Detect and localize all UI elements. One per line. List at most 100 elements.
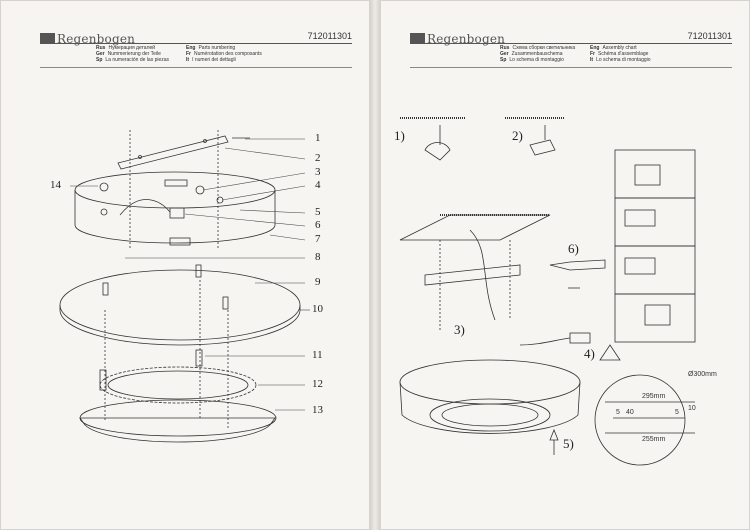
led-ring-inner [107, 370, 249, 400]
part-number: 8 [315, 251, 321, 263]
wire [519, 337, 571, 346]
page-gutter [370, 0, 380, 530]
mounting-bracket [424, 264, 521, 286]
step-label: 1) [394, 128, 405, 143]
standoff-8 [195, 264, 202, 278]
front-plate-edge [79, 417, 276, 443]
front-plate [79, 399, 277, 437]
part-number: 4 [315, 179, 321, 191]
header-rule [410, 43, 732, 44]
product-code: 712011301 [307, 31, 352, 41]
step-label: 4) [584, 346, 595, 361]
lamp-diffuser [441, 403, 539, 427]
part-number: 6 [315, 219, 321, 231]
arrow-up-icon [549, 428, 559, 441]
step-label: 2) [512, 128, 523, 143]
terminal-block [569, 332, 591, 344]
lamp-body-side [399, 381, 581, 434]
lamp-inner-ring [429, 398, 551, 432]
hand-drill-icon [424, 142, 451, 161]
step-label: 3) [454, 322, 465, 337]
diffuser-disc [59, 269, 301, 341]
product-code: 712011301 [687, 31, 732, 41]
standoff [222, 296, 229, 310]
dim-10: 10 [688, 405, 696, 412]
header-rule-bottom [410, 67, 732, 68]
led-ring [99, 366, 257, 404]
part-number: 10 [312, 303, 323, 315]
header-rule-bottom [40, 67, 352, 68]
ceiling-plane [399, 214, 551, 241]
lamp-body-top [399, 359, 581, 405]
part-number: 1 [315, 132, 321, 144]
exploded-view-drawing [59, 130, 310, 443]
dim-40: 40 [626, 409, 634, 416]
connector-icon [644, 304, 671, 326]
screwdriver-icon [549, 259, 606, 271]
warning-triangle-icon [599, 344, 621, 361]
step-label: 5) [563, 436, 574, 451]
connector-icon [624, 209, 656, 227]
dim-295: 295mm [642, 393, 666, 400]
bracket-hole [203, 139, 207, 143]
brand-name: Regenbogen [427, 31, 506, 46]
bracket-hole [138, 155, 142, 159]
brand-logo: Regenbogen [40, 30, 135, 50]
part-number: 3 [315, 166, 321, 178]
wire [119, 199, 171, 216]
part-number: 2 [315, 152, 321, 164]
dim-5b: 5 [675, 409, 679, 416]
part-number: 14 [50, 179, 61, 191]
washer-3 [195, 185, 205, 195]
dim-5a: 5 [616, 409, 620, 416]
standoff-11 [195, 349, 203, 367]
step-label: 6) [568, 241, 579, 256]
part-number: 12 [312, 378, 323, 390]
dimension-circle [594, 374, 686, 466]
base-ring-side [74, 190, 276, 244]
part-number: 5 [315, 206, 321, 218]
logo-mark-icon [410, 33, 425, 45]
washer-14 [99, 182, 109, 192]
wire [469, 229, 496, 321]
base-ring-top [74, 171, 276, 209]
mounting-bracket [117, 135, 229, 170]
part-number: 7 [315, 233, 321, 245]
washer [100, 208, 108, 216]
header-rule [40, 43, 352, 44]
part-number: 13 [312, 404, 323, 416]
hammer-dowel-icon [529, 139, 556, 156]
connector-icon [634, 164, 661, 186]
assembly-drawing [399, 117, 696, 466]
logo-mark-icon [40, 33, 55, 45]
connector-detail-panels [614, 149, 696, 343]
brand-logo: Regenbogen [410, 30, 505, 50]
connector-icon [624, 257, 656, 275]
dim-255: 255mm [642, 436, 666, 443]
terminal-block-6 [169, 207, 185, 219]
diffuser-edge [59, 305, 301, 346]
brand-name: Regenbogen [57, 31, 136, 46]
vent-slots [164, 179, 191, 246]
part-number: 9 [315, 276, 321, 288]
leader-lines [70, 138, 310, 411]
dim-diameter: Ø300mm [688, 371, 717, 378]
part-number: 11 [312, 349, 323, 361]
